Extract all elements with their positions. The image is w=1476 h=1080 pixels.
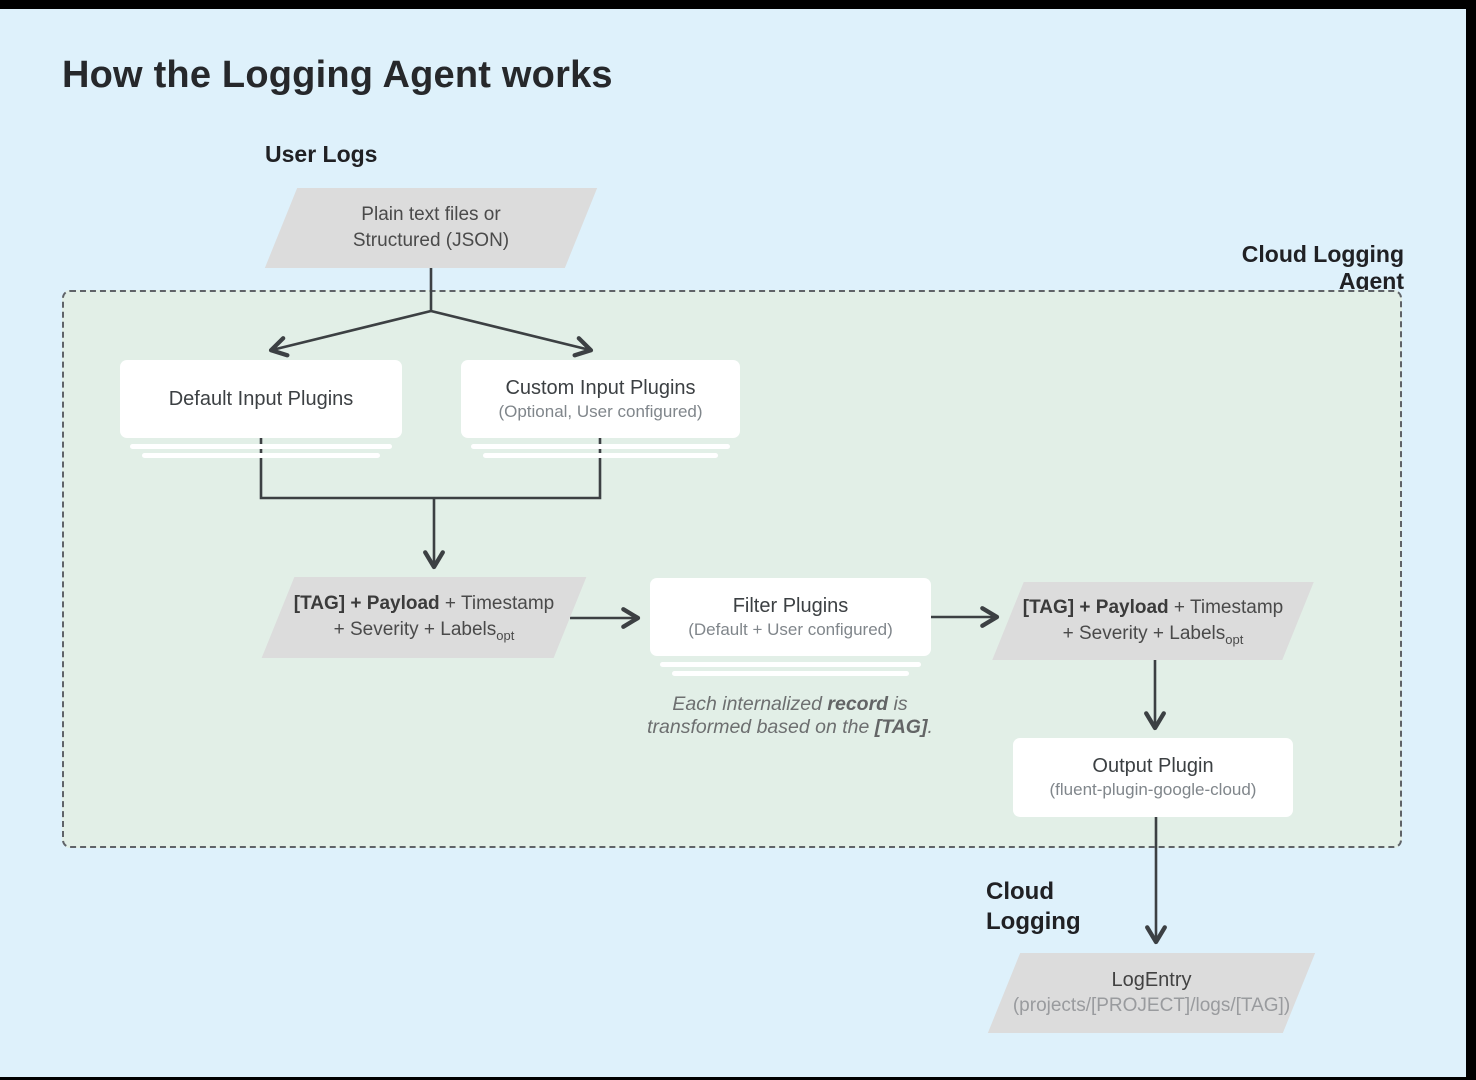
log-record-right-line1: [TAG] + Payload + Timestamp [1023, 595, 1283, 621]
stack-strip [660, 662, 921, 667]
log-record-left-line2: + Severity + Labelsopt [334, 617, 515, 644]
node-default-input-plugins: Default Input Plugins [120, 360, 402, 438]
node-output-plugin: Output Plugin (fluent-plugin-google-clou… [1013, 738, 1293, 817]
user-logs-files-line2: Structured (JSON) [352, 230, 510, 251]
bottom-edge-bar [0, 1077, 1476, 1080]
node-log-record-left: [TAG] + Payload + Timestamp + Severity +… [261, 577, 587, 658]
log-record-left-line1: [TAG] + Payload + Timestamp [294, 591, 554, 617]
default-input-plugins-title: Default Input Plugins [168, 387, 354, 410]
node-user-logs-files: Plain text files or Structured (JSON) [264, 188, 598, 268]
transform-note: Each internalized record is transformed … [630, 693, 950, 739]
stack-strip [142, 453, 380, 458]
label-cloud-logging-agent: Cloud Logging Agent [1241, 241, 1404, 294]
note-text: is [888, 693, 908, 715]
log-record-bold: [TAG] + Payload [293, 593, 440, 614]
log-record-line2: + Severity + Labels [333, 619, 497, 640]
custom-input-plugins-subtitle: (Optional, User configured) [498, 401, 703, 421]
note-text: Each internalized [672, 693, 828, 715]
output-plugin-title: Output Plugin [1092, 755, 1214, 777]
stack-strip [130, 444, 392, 449]
stack-strip [483, 453, 718, 458]
note-bold: record [827, 693, 889, 715]
filter-plugins-subtitle: (Default + User configured) [688, 619, 893, 639]
log-record-rest: + Timestamp [439, 593, 555, 614]
filter-plugins-title: Filter Plugins [732, 594, 849, 617]
connector-split-custom [430, 309, 594, 358]
output-plugin-subtitle: (fluent-plugin-google-cloud) [1049, 780, 1257, 799]
node-filter-plugins: Filter Plugins (Default + User configure… [650, 578, 931, 656]
label-cloud-logging: Cloud Logging [986, 877, 1081, 937]
log-record-bold: [TAG] + Payload [1022, 596, 1169, 618]
label-cloud-logging-line1: Cloud [986, 878, 1054, 905]
log-record-rest: + Timestamp [1168, 596, 1284, 618]
note-text: . [927, 716, 933, 738]
user-logs-files-line1: Plain text files or [361, 204, 501, 225]
page-title: How the Logging Agent works [62, 54, 613, 96]
connector-inputs-elbow [259, 438, 602, 500]
log-record-subscript: opt [1225, 631, 1244, 647]
note-bold: [TAG] [874, 716, 928, 738]
label-cloud-logging-line2: Logging [986, 908, 1081, 935]
connector-split-default [268, 309, 432, 358]
stack-strip [471, 444, 730, 449]
log-entry-title: LogEntry [1111, 969, 1192, 991]
node-log-record-right: [TAG] + Payload + Timestamp + Severity +… [992, 582, 1314, 660]
right-edge-bar [1466, 0, 1476, 1080]
note-text: transformed based on the [647, 716, 875, 738]
transform-note-line2: transformed based on the [TAG]. [630, 716, 950, 739]
label-user-logs: User Logs [265, 141, 378, 167]
top-edge-bar [0, 0, 1476, 9]
node-log-entry: LogEntry (projects/[PROJECT]/logs/[TAG]) [987, 953, 1316, 1033]
stack-strip [672, 671, 909, 676]
log-record-subscript: opt [496, 628, 515, 643]
transform-note-line1: Each internalized record is [630, 693, 950, 716]
log-entry-subtitle: (projects/[PROJECT]/logs/[TAG]) [1012, 995, 1291, 1016]
node-custom-input-plugins: Custom Input Plugins (Optional, User con… [461, 360, 740, 438]
custom-input-plugins-title: Custom Input Plugins [505, 376, 696, 399]
log-record-line2: + Severity + Labels [1062, 622, 1226, 644]
log-record-right-line2: + Severity + Labelsopt [1063, 621, 1244, 648]
